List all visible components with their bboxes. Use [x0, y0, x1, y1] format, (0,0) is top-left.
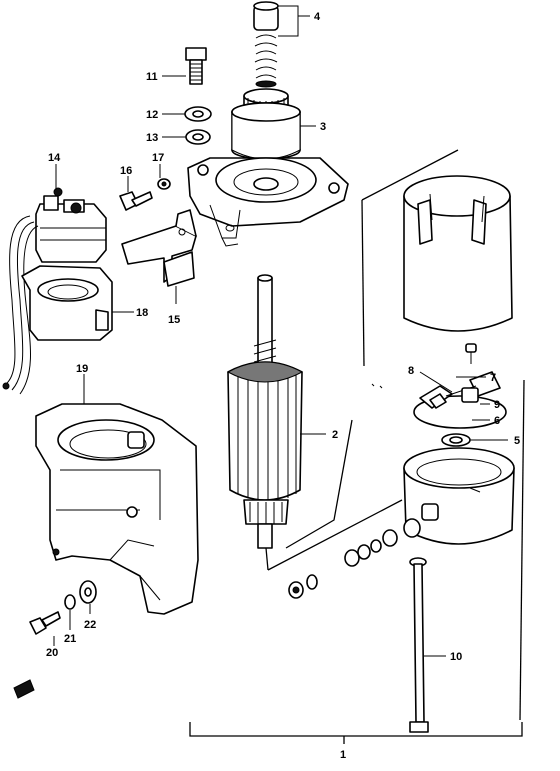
- part-16-bolt: [119, 191, 153, 211]
- part-19-mounting-bracket: [35, 403, 199, 615]
- callout-12: 12: [146, 109, 158, 121]
- part-17-washer: [157, 178, 171, 190]
- part-14-solenoid: [2, 187, 107, 395]
- callout-20: 20: [46, 647, 58, 659]
- rear-end-cap: [403, 447, 515, 545]
- callout-15: 15: [168, 314, 180, 326]
- part-15-bracket: [121, 209, 197, 287]
- callout-7: 7: [490, 372, 496, 384]
- callout-18: 18: [136, 307, 148, 319]
- callout-2: 2: [332, 429, 338, 441]
- front-housing: [187, 157, 349, 247]
- callout-3: 3: [320, 121, 326, 133]
- part-9-brush: [461, 387, 479, 403]
- thrust-washer-stack: [288, 518, 421, 599]
- assembly-boundary: [189, 149, 525, 744]
- part-21-lock-washer: [64, 594, 76, 610]
- callout-4: 4: [314, 11, 321, 23]
- yoke: [403, 175, 513, 332]
- callout-6: 6: [494, 415, 500, 427]
- part-12-washer: [184, 106, 212, 122]
- callout-9: 9: [494, 399, 500, 411]
- part-4-pinion-stop-spring: [253, 1, 279, 88]
- part-8-brush-spring: [429, 393, 447, 409]
- callout-11: 11: [146, 71, 158, 83]
- part-3-pinion-gear: [231, 88, 301, 160]
- part-22-washer: [79, 580, 97, 604]
- callout-21: 21: [64, 633, 76, 645]
- callout-8: 8: [408, 365, 414, 377]
- part-13-washer: [185, 129, 211, 145]
- part-5-washer: [441, 433, 471, 447]
- callout-labels: 1 2 3 4 5 6 7 8 9 10 11 12 13 14 15 16 1…: [46, 11, 520, 761]
- callout-16: 16: [120, 165, 132, 177]
- callout-1: 1: [340, 749, 346, 761]
- callout-5: 5: [514, 435, 520, 447]
- callout-17: 17: [152, 152, 164, 164]
- part-20-bolt: [29, 611, 61, 635]
- callout-10: 10: [450, 651, 462, 663]
- callout-19: 19: [76, 363, 88, 375]
- part-18-solenoid-holder: [21, 265, 113, 341]
- callout-14: 14: [48, 152, 61, 164]
- callout-22: 22: [84, 619, 96, 631]
- part-10-through-bolt: [409, 557, 429, 733]
- callout-13: 13: [146, 132, 158, 144]
- part-7-screw: [465, 343, 477, 364]
- part-2-armature: [226, 274, 304, 549]
- part-11-bolt: [185, 47, 207, 85]
- clip-icon: [13, 679, 35, 699]
- leader-lines: [53, 5, 508, 657]
